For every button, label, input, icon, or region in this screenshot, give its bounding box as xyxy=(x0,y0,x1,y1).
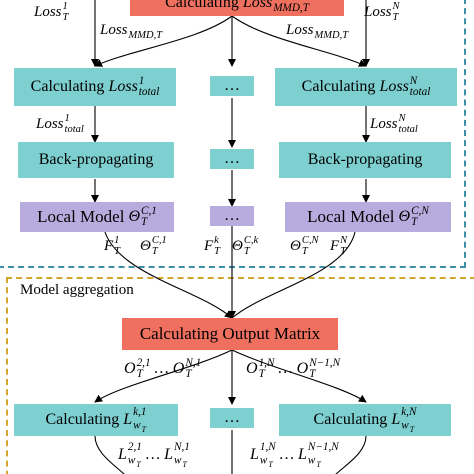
calculating-output-matrix-box: Calculating Output Matrix xyxy=(122,318,338,350)
ellipsis: … xyxy=(224,207,240,224)
ellipsis-box-row1: … xyxy=(210,76,254,96)
back-propagating-1-box: Back-propagating xyxy=(18,142,174,178)
label-loss-mmd-left: Loss MMD,T xyxy=(100,21,163,41)
box-prefix: Calculating xyxy=(301,78,376,95)
section-title: Model aggregation xyxy=(18,282,136,299)
ellipsis-box-row3: … xyxy=(210,206,254,226)
box-prefix: Calculating xyxy=(313,411,388,428)
ellipsis: … xyxy=(224,150,240,167)
ellipsis-box-row4: … xyxy=(210,408,254,428)
box-prefix: Calculating xyxy=(165,0,239,11)
ellipsis: … xyxy=(224,77,240,94)
local-training-region xyxy=(0,0,466,268)
box-prefix: Local Model xyxy=(307,207,395,226)
label-loss-mmd-right: Loss MMD,T xyxy=(286,21,349,41)
box-prefix: Local Model xyxy=(37,207,125,226)
box-math: Loss MMD,T xyxy=(242,0,309,14)
box-label: Back-propagating xyxy=(38,151,154,168)
box-prefix: Calculating xyxy=(45,411,120,428)
ellipsis-box-row2: … xyxy=(210,149,254,169)
box-prefix: Calculating xyxy=(30,78,105,95)
ellipsis: … xyxy=(224,409,240,426)
model-aggregation-region xyxy=(6,277,474,474)
calculating-mmd-loss-box: Calculating Loss MMD,T xyxy=(130,0,344,16)
box-label: Back-propagating xyxy=(307,151,423,168)
back-propagating-n-box: Back-propagating xyxy=(279,142,451,178)
